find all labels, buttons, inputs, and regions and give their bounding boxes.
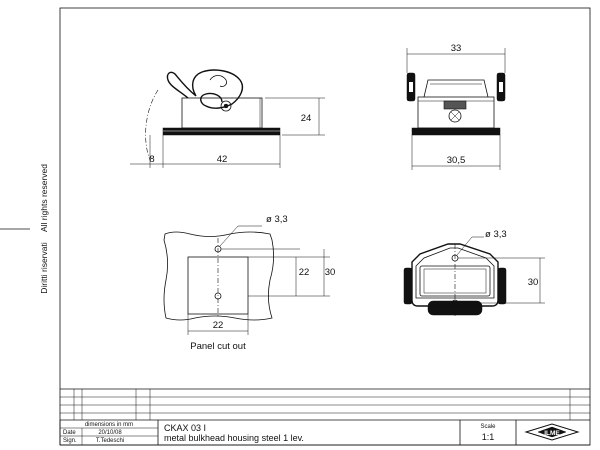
- logo-text: ILME: [544, 430, 560, 437]
- top-dim-hole: ø 3,3: [485, 229, 507, 240]
- units-note: dimensions in mm: [85, 422, 133, 428]
- cutout-dim-width: 22: [213, 320, 224, 331]
- side-swing-arc: [145, 89, 159, 161]
- side-view: 24 8 42: [130, 69, 325, 168]
- top-view: ø 3,3 30: [403, 229, 545, 316]
- scale-label: Scale: [480, 424, 496, 430]
- front-dim-bottom: 30,5: [447, 155, 466, 166]
- drawing-frame: [59, 7, 591, 446]
- cutout-rect: [187, 256, 249, 315]
- date-value: 20/10/08: [98, 430, 122, 436]
- top-lever-right: [497, 267, 507, 305]
- front-logo-mark: [443, 100, 467, 110]
- front-screw: [448, 109, 462, 123]
- side-text-right: All rights reserved: [39, 164, 49, 232]
- side-lever: [166, 69, 244, 109]
- cutout-dim-inner: 22: [299, 267, 310, 278]
- cutout-dim-outer: 30: [325, 267, 336, 278]
- sign-label: Sign.: [63, 438, 77, 444]
- panel-cutout-view: ø 3,3 22 30 22 Panel cut out: [163, 214, 336, 352]
- side-pin: [220, 100, 232, 112]
- front-body: [417, 96, 495, 129]
- part-code: CKAX 03 I: [164, 423, 206, 433]
- front-flange: [411, 127, 501, 136]
- side-dim-left: 8: [149, 154, 154, 165]
- front-dim-top: 33: [451, 43, 462, 54]
- front-view: 33 30,5: [406, 43, 506, 170]
- part-description: metal bulkhead housing steel 1 lev.: [164, 433, 304, 443]
- panel-outline: [163, 231, 274, 321]
- cutout-caption: Panel cut out: [190, 341, 246, 352]
- ilme-logo: ILME: [524, 423, 580, 441]
- date-label: Date: [63, 430, 76, 436]
- sign-value: T.Tedeschi: [96, 438, 124, 444]
- top-housing-outer: [411, 243, 499, 307]
- top-lever-left: [403, 267, 413, 305]
- side-dim-width: 42: [217, 154, 228, 165]
- side-flange: [162, 127, 281, 136]
- top-dim-height: 30: [528, 277, 539, 288]
- side-text-left: Diritti riservati: [39, 242, 49, 294]
- side-body: [181, 97, 263, 129]
- scale-value: 1:1: [482, 432, 495, 442]
- title-block: dimensions in mm Date 20/10/08 Sign. T.T…: [59, 388, 590, 446]
- cutout-dim-hole: ø 3,3: [266, 214, 288, 225]
- side-dim-height: 24: [301, 113, 312, 124]
